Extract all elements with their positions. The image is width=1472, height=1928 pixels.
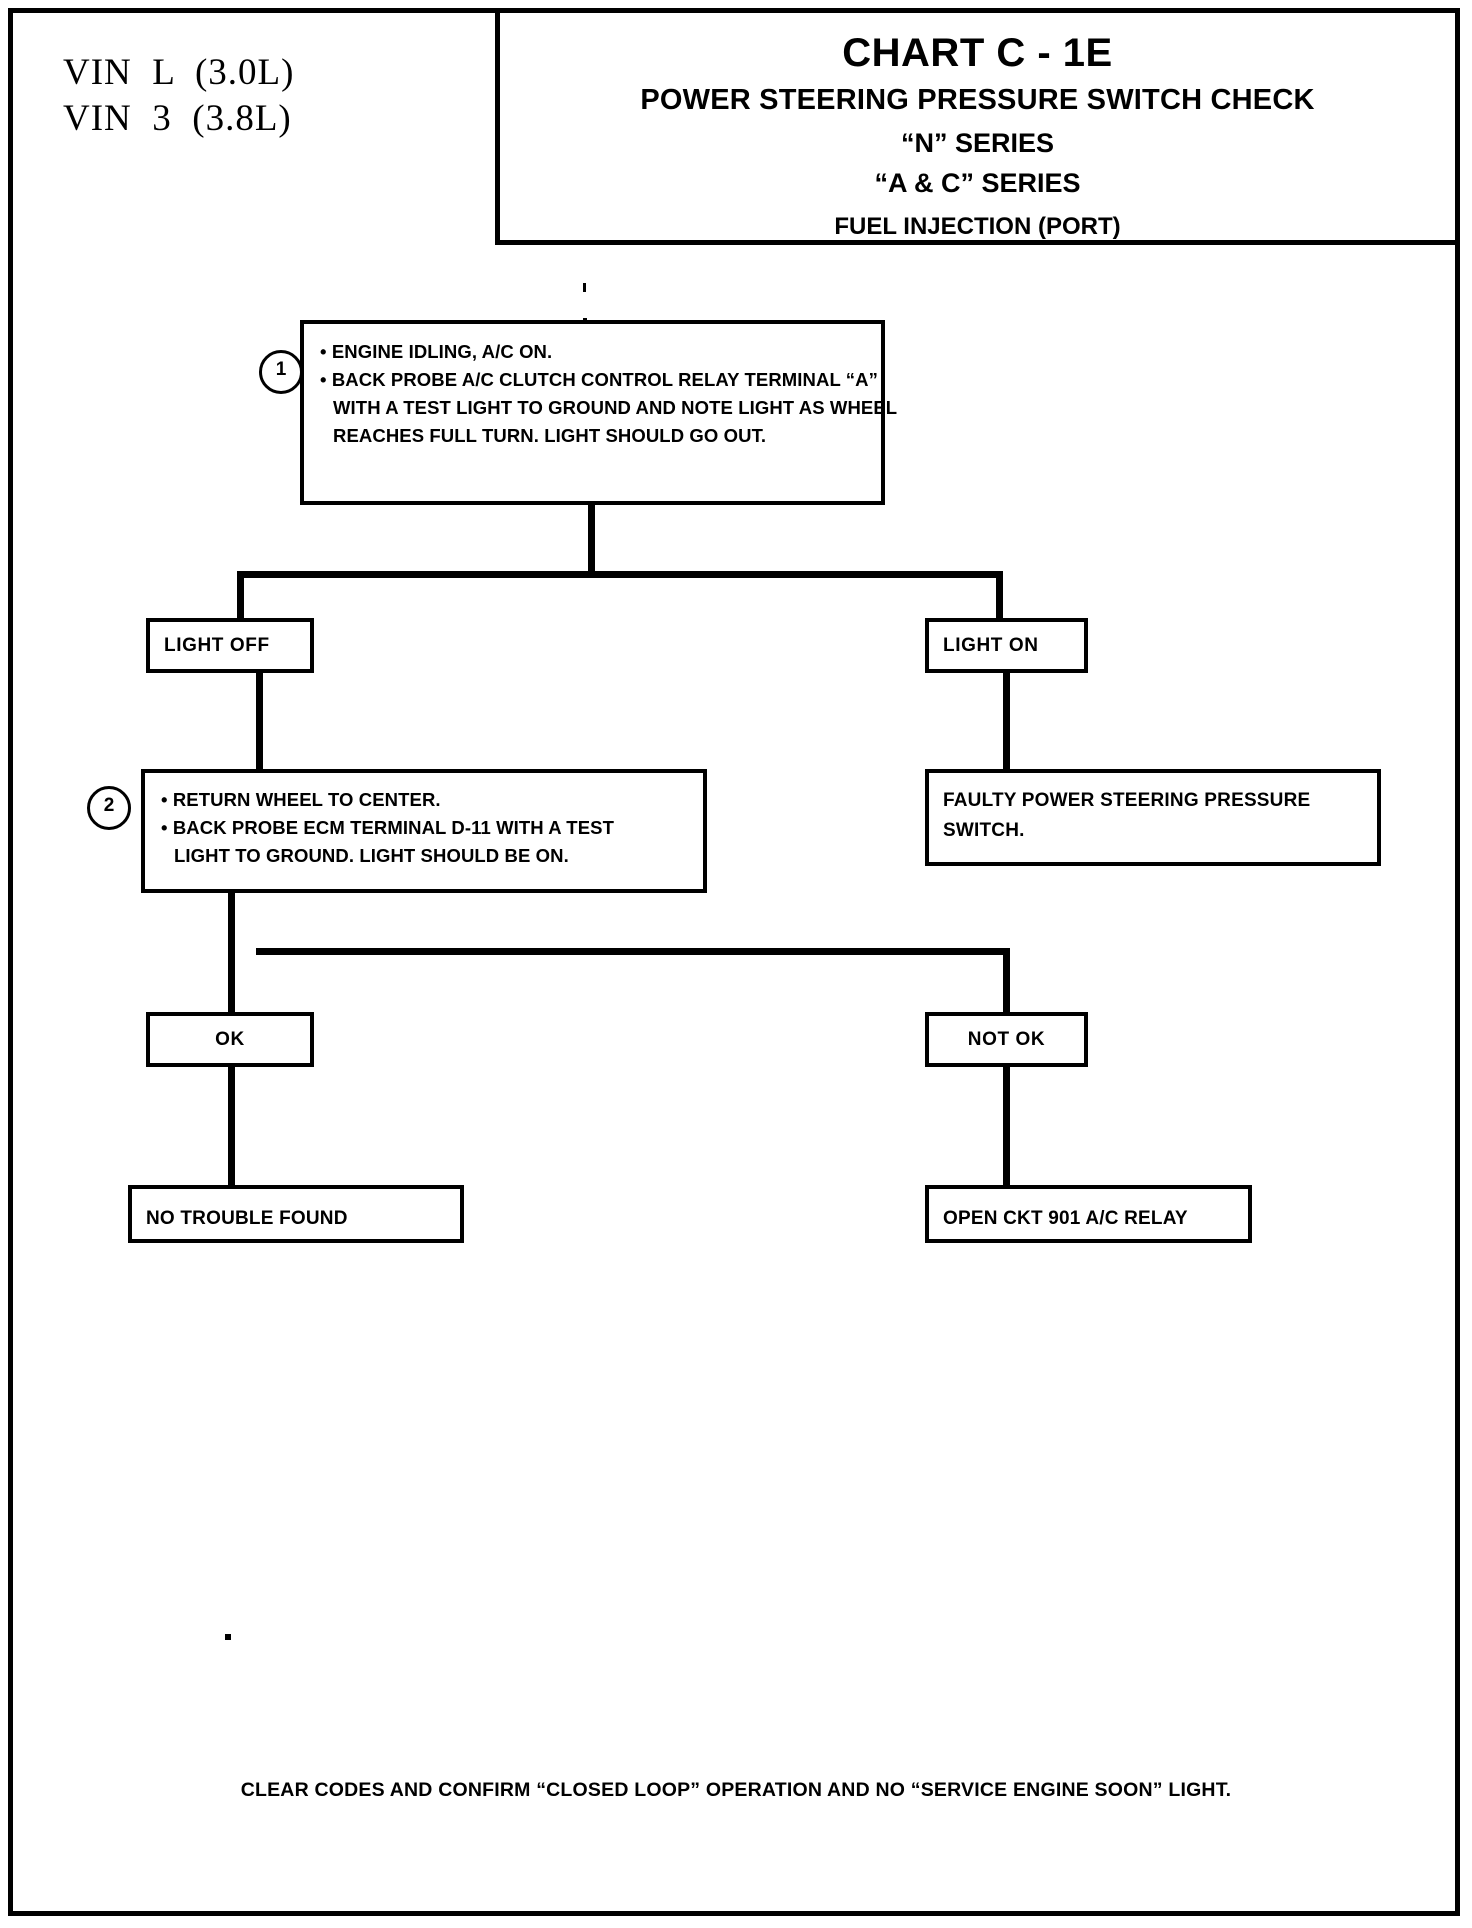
step-2-marker: 2 (87, 786, 131, 830)
connector-ok-down (228, 1067, 235, 1188)
ok-label: OK (215, 1029, 245, 1050)
connector-to-light-on (996, 571, 1003, 641)
no-trouble-found-box[interactable]: NO TROUBLE FOUND (128, 1185, 464, 1243)
not-ok-box[interactable]: NOT OK (925, 1012, 1088, 1067)
vin-line-2: VIN 3 (3.8L) (63, 98, 292, 139)
connector-not-ok-down (1003, 1067, 1010, 1188)
connector-step2-down (228, 893, 235, 955)
step-1-line-2: • BACK PROBE A/C CLUTCH CONTROL RELAY TE… (320, 369, 878, 391)
light-off-box[interactable]: LIGHT OFF (146, 618, 314, 673)
light-on-box[interactable]: LIGHT ON (925, 618, 1088, 673)
chart-series-n: “N” SERIES (900, 128, 1055, 158)
vin-panel: VIN L (3.0L) VIN 3 (3.8L) (13, 13, 500, 245)
connector-step1-down (588, 505, 595, 571)
faulty-switch-line-2: SWITCH. (943, 820, 1025, 842)
connector-split-bar-1 (237, 571, 1003, 578)
step-2-box[interactable]: • RETURN WHEEL TO CENTER. • BACK PROBE E… (141, 769, 707, 893)
step-2-number: 2 (103, 795, 115, 816)
chart-title-panel: CHART C - 1E POWER STEERING PRESSURE SWI… (500, 13, 1455, 245)
connector-to-ok (228, 948, 235, 1018)
step-2-line-3: LIGHT TO GROUND. LIGHT SHOULD BE ON. (174, 845, 569, 867)
chart-number: CHART C - 1E (842, 31, 1113, 75)
footer-note: CLEAR CODES AND CONFIRM “CLOSED LOOP” OP… (240, 1779, 1232, 1801)
vin-line-1: VIN L (3.0L) (63, 52, 295, 93)
chart-system: FUEL INJECTION (PORT) (834, 213, 1121, 240)
connector-light-on-down (1003, 673, 1010, 771)
open-ckt-label: OPEN CKT 901 A/C RELAY (943, 1208, 1188, 1229)
no-trouble-found-label: NO TROUBLE FOUND (146, 1208, 348, 1229)
faulty-switch-box[interactable]: FAULTY POWER STEERING PRESSURE SWITCH. (925, 769, 1381, 866)
chart-header: VIN L (3.0L) VIN 3 (3.8L) CHART C - 1E P… (13, 13, 1455, 245)
connector-to-light-off (237, 571, 244, 641)
light-off-label: LIGHT OFF (164, 635, 270, 656)
chart-title: POWER STEERING PRESSURE SWITCH CHECK (640, 84, 1315, 116)
connector-split-bar-2 (256, 948, 1004, 955)
page-outer-border (8, 8, 1460, 1916)
not-ok-label: NOT OK (967, 1029, 1046, 1050)
scan-speck (225, 1634, 231, 1640)
open-ckt-box[interactable]: OPEN CKT 901 A/C RELAY (925, 1185, 1252, 1243)
chart-series-ac: “A & C” SERIES (874, 168, 1081, 198)
step-1-line-1: • ENGINE IDLING, A/C ON. (320, 341, 553, 362)
connector-to-not-ok (1003, 948, 1010, 1018)
step-2-line-2: • BACK PROBE ECM TERMINAL D-11 WITH A TE… (161, 817, 614, 839)
step-1-marker: 1 (259, 350, 303, 394)
step-1-line-3: WITH A TEST LIGHT TO GROUND AND NOTE LIG… (333, 397, 898, 419)
step-1-number: 1 (275, 359, 287, 380)
scan-speck (583, 283, 586, 292)
step-1-box[interactable]: • ENGINE IDLING, A/C ON. • BACK PROBE A/… (300, 320, 898, 505)
faulty-switch-line-1: FAULTY POWER STEERING PRESSURE (943, 790, 1311, 811)
step-1-line-4: REACHES FULL TURN. LIGHT SHOULD GO OUT. (333, 425, 767, 447)
light-on-label: LIGHT ON (943, 635, 1039, 656)
step-2-line-1: • RETURN WHEEL TO CENTER. (161, 789, 441, 810)
ok-box[interactable]: OK (146, 1012, 314, 1067)
connector-light-off-down (256, 673, 263, 775)
